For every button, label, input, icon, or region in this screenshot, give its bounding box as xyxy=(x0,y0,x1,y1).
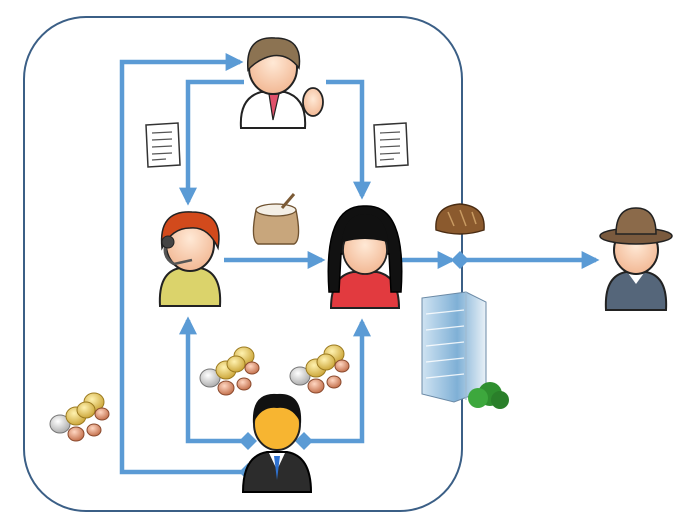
headset-operator-icon xyxy=(158,211,222,307)
edge-investor-to-worker xyxy=(295,318,371,450)
edge-investor-to-support xyxy=(179,316,257,450)
euro-coins-icon xyxy=(49,392,110,442)
flour-sack-icon xyxy=(252,193,300,245)
document-icon xyxy=(145,122,181,168)
manager-person-icon xyxy=(239,37,324,129)
businessman-icon xyxy=(241,393,313,493)
edge-manager-to-support xyxy=(179,79,244,206)
document-icon xyxy=(373,122,409,168)
euro-coins-icon xyxy=(199,346,260,396)
hat-customer-icon xyxy=(599,207,673,311)
woman-person-icon xyxy=(327,205,403,309)
bread-loaf-icon xyxy=(435,203,485,235)
edge-investor-to-manager xyxy=(119,53,257,481)
connectors xyxy=(119,53,600,481)
office-building-icon xyxy=(421,291,509,409)
edge-manager-to-worker xyxy=(326,79,371,200)
euro-coins-icon xyxy=(289,344,350,394)
